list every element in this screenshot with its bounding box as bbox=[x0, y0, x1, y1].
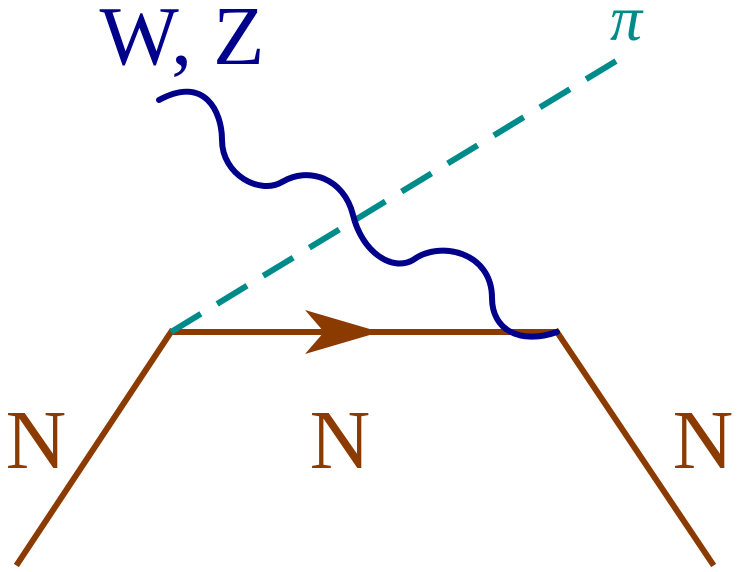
pion-label: π bbox=[610, 0, 644, 54]
nucleon-in-label: N bbox=[6, 394, 67, 487]
boson-wavy-line bbox=[156, 88, 560, 340]
outgoing-nucleon-line bbox=[552, 327, 717, 568]
boson-label: W, Z bbox=[100, 0, 265, 83]
nucleon-arrow-icon bbox=[305, 310, 380, 354]
nucleon-out-label: N bbox=[673, 394, 734, 487]
pion-line bbox=[169, 55, 623, 335]
nucleon-internal-label: N bbox=[310, 394, 371, 487]
incoming-nucleon-line bbox=[13, 327, 176, 568]
